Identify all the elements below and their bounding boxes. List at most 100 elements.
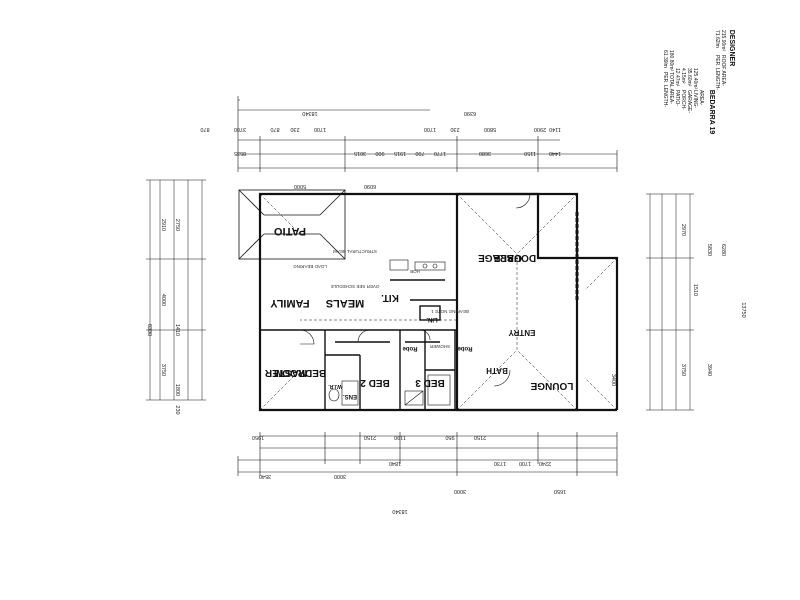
dim-top-seg-6: 1700 — [314, 126, 326, 132]
note-structural-beam: STRUCTURAL BEAM — [333, 249, 377, 254]
dimension-labels: 18340 6390 6090 5000 1140 2900 5800 230 … — [146, 110, 746, 514]
room-label-garage-1: DOUBLE — [494, 252, 537, 263]
room-label-ens: ENS. — [343, 393, 357, 399]
dim-top-row2-6: 1915 — [394, 150, 406, 156]
designer-label: DESIGNER — [728, 30, 735, 67]
value-total: 180.80m² — [668, 50, 674, 71]
room-label-robe-2: Robe — [457, 345, 473, 351]
dim-top-row2-1: 1440 — [549, 150, 561, 156]
dim-right-seg-1: 6280 — [720, 244, 726, 256]
dim-bottom-overall: 18340 — [392, 508, 407, 514]
value-per-length-2: 71.62lm — [714, 30, 720, 48]
schedule-roof: ROOF AREA- — [720, 55, 726, 86]
dim-left-seg-5: 1800 — [174, 384, 180, 396]
note-bearing-1: BEARING NOTE 1 — [431, 309, 469, 314]
dim-bottom-row2-1: 1950 — [252, 434, 264, 440]
dim-top-seg-4: 230 — [450, 126, 459, 132]
dim-right-seg-4: 1510 — [692, 284, 698, 296]
interior-walls — [260, 279, 458, 410]
room-label-lin: LIN. — [426, 316, 438, 322]
room-label-garage-2: GARAGE — [478, 252, 522, 263]
room-label-bed3: BED 3 — [415, 377, 445, 388]
room-labels: PATIO DOUBLE GARAGE FAMILY MEALS KIT. MA… — [264, 225, 573, 399]
schedule-per-length: PER. LENGTH- — [662, 72, 668, 107]
room-label-wir: W.I.R. — [328, 383, 342, 389]
schedule-patio: PATIO- — [674, 90, 680, 106]
plan-notes: LOAD BEARING STRUCTURAL BEAM OVER SEE SC… — [293, 249, 469, 349]
room-label-robe-1: Robe — [402, 345, 418, 351]
plan-name: BEDARRA 19 — [708, 90, 715, 135]
patio-roof-outline — [238, 189, 346, 260]
dim-patio-w: 5000 — [294, 183, 306, 189]
value-living: 125.40m² — [692, 68, 698, 89]
dim-bottom-row2-2: 2150 — [364, 434, 376, 440]
dim-bottom-seg-7: 2240 — [539, 460, 551, 466]
dim-top-right: 6390 — [464, 110, 476, 116]
dim-right-seg-2: 5830 — [706, 244, 712, 256]
room-label-entry: ENTRY — [508, 328, 535, 337]
fixtures — [328, 259, 451, 406]
room-label-kit: KIT. — [381, 292, 399, 303]
room-label-master-2: BEDROOM — [274, 367, 326, 378]
room-label-family: FAMILY — [270, 297, 310, 309]
dim-bottom-seg-1: 3540 — [259, 473, 271, 479]
dim-right-seg-3: 2970 — [680, 224, 686, 236]
dim-top-overall: 18340 — [302, 110, 317, 116]
dim-top-row2-8: 3015 — [354, 150, 366, 156]
dim-top-seg-10: 870 — [200, 126, 209, 132]
dim-top-seg-7: 230 — [290, 126, 299, 132]
value-garage: 35.60m² — [686, 68, 692, 87]
dim-top-row2-3: 3680 — [479, 150, 491, 156]
schedule-area: AREA- — [698, 90, 704, 106]
room-label-master-1: MASTER — [264, 367, 307, 378]
value-porch: 4.15m² — [680, 68, 686, 84]
dim-bottom-seg-3: 1840 — [389, 460, 401, 466]
room-label-bed2: BED 2 — [360, 377, 390, 388]
value-per-length: 61.39lm — [662, 50, 668, 68]
dim-bottom-seg-2: 3000 — [334, 473, 346, 479]
dim-family-w: 6090 — [364, 183, 376, 189]
value-roof: 215.90m² — [720, 30, 726, 51]
dim-bottom-row2-4: 950 — [445, 434, 454, 440]
dim-bottom-seg-6: 1700 — [519, 460, 531, 466]
dim-top-seg-1: 1140 — [549, 126, 561, 132]
room-label-bath: BATH — [486, 366, 508, 375]
dim-bottom-row2-5: 2150 — [474, 434, 486, 440]
dim-top-row2-4: 1770 — [434, 150, 446, 156]
schedule-living: LIVING- — [692, 90, 698, 108]
roof-hip-lines — [259, 193, 618, 411]
schedule-garage: GARAGE- — [686, 90, 692, 113]
dim-left-seg-4: 2750 — [174, 219, 180, 231]
room-label-lounge: LOUNGE — [530, 380, 573, 391]
dim-left-seg-1: 2910 — [160, 219, 166, 231]
dim-bottom-row2-3: 1190 — [394, 434, 406, 440]
dim-top-row2-5: 700 — [415, 150, 424, 156]
title-block: DESIGNER BEDARRA 19 AREA- LIVING- GARAGE… — [662, 30, 735, 135]
dim-right-seg-5: 3750 — [680, 364, 686, 376]
schedule-total: TOTAL AREA- — [668, 72, 674, 104]
note-hob: HOB — [410, 269, 420, 274]
schedule-porch: PORCH- — [680, 90, 686, 110]
dim-left-seg-3: 3750 — [160, 364, 166, 376]
room-label-meals: MEALS — [326, 297, 365, 309]
dim-left-seg-7: 230 — [174, 405, 180, 414]
dim-left-overall: 8330 — [146, 324, 152, 336]
dim-top-row2-2: 1150 — [524, 150, 536, 156]
value-patio: 12.47m² — [674, 68, 680, 87]
note-over-see: OVER SEE SCHEDULE — [331, 284, 380, 289]
note-load-bearing: LOAD BEARING — [293, 264, 327, 269]
dim-bottom-seg-8: 1650 — [554, 488, 566, 494]
doors — [299, 193, 531, 387]
dim-top-seg-5: 1700 — [424, 126, 436, 132]
schedule-per-length-2: PER. LENGTH- — [714, 55, 720, 90]
dim-bottom-seg-5: 1730 — [494, 460, 506, 466]
dim-top-seg-8: 870 — [270, 126, 279, 132]
dim-top-seg-2: 2900 — [534, 126, 546, 132]
note-shower: SHOWER — [429, 344, 450, 349]
dim-top-seg-9: 3700 — [234, 126, 246, 132]
dim-right-seg-7: 3400 — [610, 374, 616, 386]
dim-left-seg-6: 1410 — [174, 324, 180, 336]
dim-left-seg-2: 4000 — [160, 294, 166, 306]
dim-top-row2-7: 900 — [375, 150, 384, 156]
